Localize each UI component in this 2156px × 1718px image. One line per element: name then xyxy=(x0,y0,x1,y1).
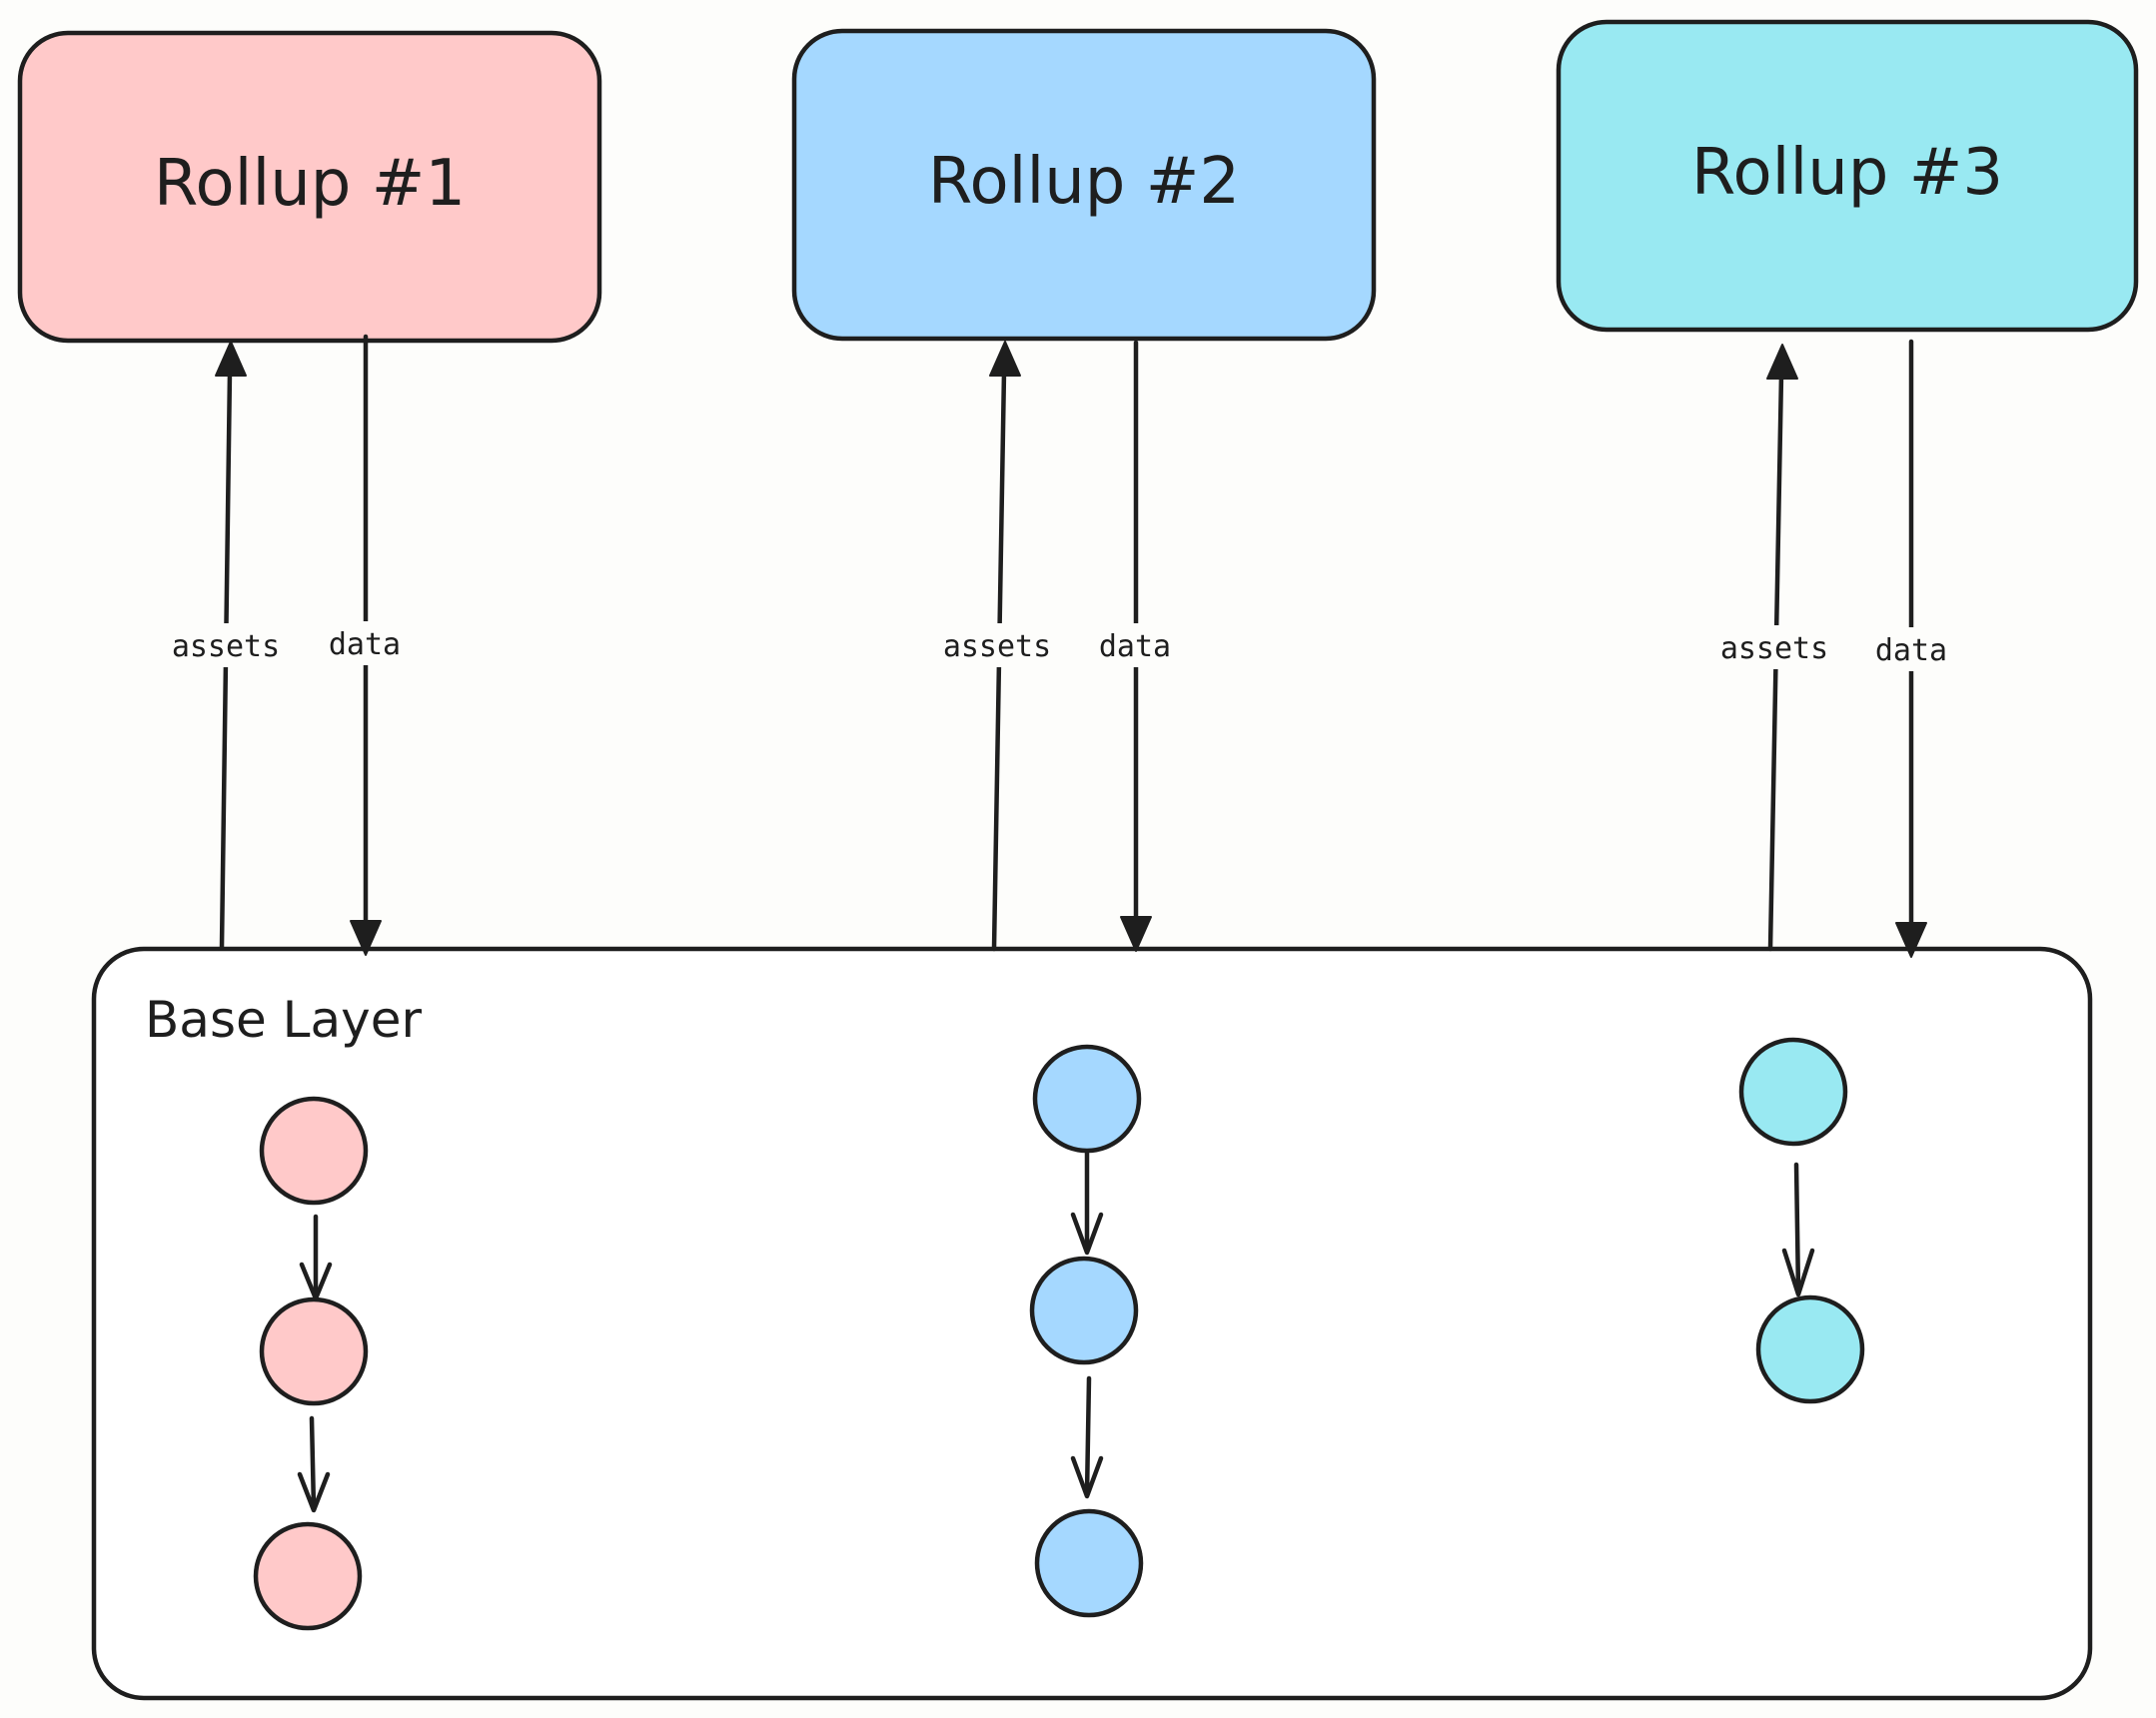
chain-3-link-1-head xyxy=(1781,1248,1815,1297)
block-3-1 xyxy=(1738,1037,1848,1147)
rollup-3-assets-label: assets xyxy=(1720,631,1828,666)
rollup-1-box xyxy=(17,30,602,344)
chain-2-link-2-head xyxy=(1070,1455,1104,1499)
chain-2-link-1-head xyxy=(1070,1212,1104,1256)
rollup-2-assets-label: assets xyxy=(943,629,1051,664)
block-1-3 xyxy=(253,1521,363,1631)
rollup-2-data-arrowhead xyxy=(1120,916,1152,952)
rollup-3-assets-arrowhead xyxy=(1766,344,1798,380)
chain-3-link-1 xyxy=(1793,1162,1801,1295)
block-3-2 xyxy=(1755,1294,1865,1404)
rollup-3-data-arrowhead xyxy=(1895,922,1927,958)
base-layer-label: Base Layer xyxy=(145,991,422,1049)
block-2-1 xyxy=(1032,1044,1142,1154)
rollup-2-data-label: data xyxy=(1099,629,1171,664)
rollup-1-label: Rollup #1 xyxy=(154,147,466,221)
rollup-2-box xyxy=(791,28,1377,342)
chain-1-link-2-head xyxy=(297,1471,331,1513)
rollup-1-data-arrowhead xyxy=(350,920,382,956)
rollup-3-data-label: data xyxy=(1875,633,1947,668)
rollup-3-box xyxy=(1556,19,2139,333)
block-2-2 xyxy=(1029,1256,1139,1365)
block-1-2 xyxy=(259,1296,369,1406)
block-1-1 xyxy=(259,1096,369,1206)
rollup-3-label: Rollup #3 xyxy=(1691,136,2003,210)
rollup-1-data-label: data xyxy=(329,627,401,662)
rollup-1-assets-label: assets xyxy=(172,629,280,664)
rollup-2-label: Rollup #2 xyxy=(928,145,1240,219)
chain-1-link-2 xyxy=(309,1415,317,1511)
chain-2-link-2 xyxy=(1084,1375,1092,1497)
rollup-1-assets-arrowhead xyxy=(215,341,247,377)
rollup-2-assets-arrowhead xyxy=(989,341,1021,377)
block-2-3 xyxy=(1034,1508,1144,1618)
